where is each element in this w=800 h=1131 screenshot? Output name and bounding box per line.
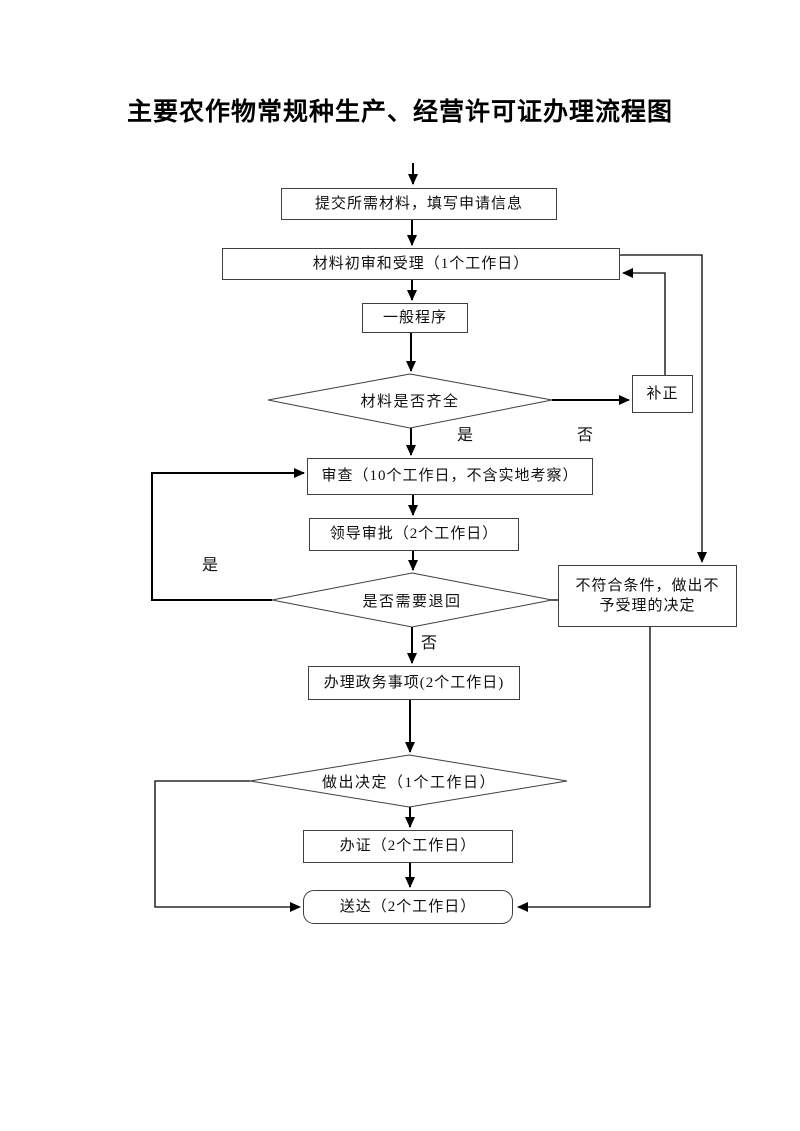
node-review-label: 审查（10个工作日，不含实地考察） (321, 468, 579, 485)
edge-return-yes-loop-to-review (151, 468, 305, 601)
diamond-need-return-label: 是否需要退回 (362, 593, 462, 610)
node-general-procedure-label: 一般程序 (382, 309, 447, 326)
page-title: 主要农作物常规种生产、经营许可证办理流程图 (126, 98, 673, 126)
edge-label-return-no: 否 (421, 635, 438, 652)
node-issue-cert: 办证（2个工作日） (303, 830, 513, 863)
node-review: 审查（10个工作日，不含实地考察） (307, 458, 593, 495)
node-leader-approval-label: 领导审批（2个工作日） (329, 526, 499, 543)
edge-label-return-yes: 是 (202, 557, 219, 574)
node-not-qualified-label: 不符合条件，做出不予受理的决定 (575, 577, 720, 614)
node-supplement-label: 补正 (646, 385, 679, 402)
diamond-make-decision (249, 754, 568, 808)
node-general-procedure: 一般程序 (362, 303, 468, 333)
edge-not-qualified-to-deliver (517, 627, 651, 912)
diamond-materials-complete-label: 材料是否齐全 (360, 393, 460, 410)
node-submit-materials-label: 提交所需材料，填写申请信息 (314, 195, 523, 212)
node-initial-review: 材料初审和受理（1个工作日） (222, 248, 620, 280)
edge-supplement-back-to-initial (622, 268, 666, 375)
diamond-materials-complete (267, 373, 553, 429)
node-leader-approval: 领导审批（2个工作日） (309, 518, 519, 551)
edge-initial-to-not-qualified (620, 254, 707, 563)
node-deliver-label: 送达（2个工作日） (339, 898, 477, 915)
node-issue-cert-label: 办证（2个工作日） (339, 838, 477, 855)
edge-decision-loop-to-deliver (154, 780, 301, 912)
diamond-need-return (271, 572, 553, 628)
node-supplement: 补正 (632, 375, 693, 413)
node-not-qualified: 不符合条件，做出不予受理的决定 (558, 565, 737, 627)
node-initial-review-label: 材料初审和受理（1个工作日） (312, 255, 530, 272)
edge-label-complete-no: 否 (577, 427, 594, 444)
node-deliver: 送达（2个工作日） (303, 890, 513, 924)
edge-label-complete-yes: 是 (457, 427, 474, 444)
node-handle-affairs-label: 办理政务事项(2个工作日) (323, 674, 505, 691)
node-handle-affairs: 办理政务事项(2个工作日) (308, 666, 520, 700)
diamond-make-decision-label: 做出决定（1个工作日） (321, 774, 496, 791)
node-submit-materials: 提交所需材料，填写申请信息 (281, 188, 557, 220)
